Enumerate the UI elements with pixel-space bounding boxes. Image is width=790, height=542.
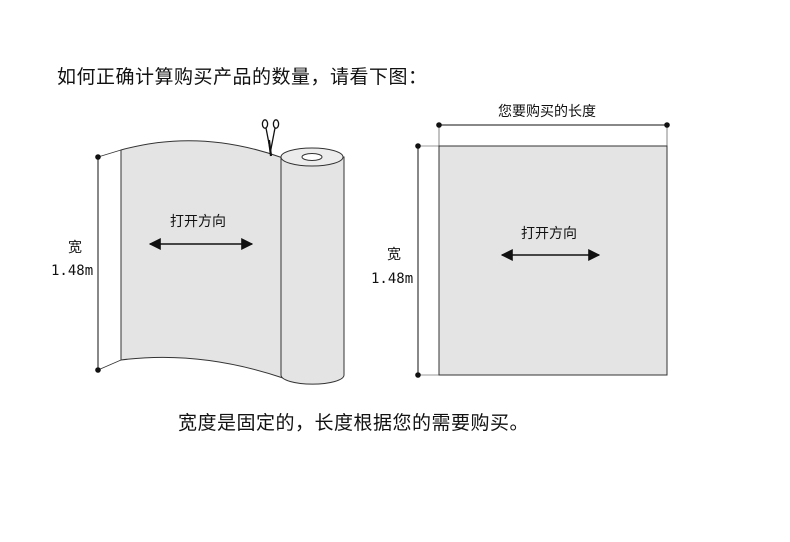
roll-core-hole	[301, 153, 323, 161]
dimension-endpoint	[415, 143, 421, 149]
dimension-endpoint	[95, 367, 101, 373]
dimension-endpoint	[95, 154, 101, 160]
sheet-width-label: 宽	[387, 246, 401, 263]
fabric-sheet	[438, 145, 668, 376]
sheet-direction-label: 打开方向	[521, 225, 577, 242]
dimension-endpoint	[664, 122, 670, 128]
sheet-diagram: 您要购买的长度 宽 1.48m 打开方向	[371, 103, 670, 378]
roll-diagram: 宽 1.48m 打开方向	[51, 119, 345, 385]
unrolled-fabric-sheet	[120, 140, 284, 379]
scissors-icon	[261, 119, 280, 157]
fabric-roll-cylinder	[280, 156, 345, 385]
sheet-length-label: 您要购买的长度	[498, 103, 596, 120]
roll-direction-label: 打开方向	[170, 213, 226, 230]
footer-note: 宽度是固定的，长度根据您的需要购买。	[178, 412, 530, 434]
roll-width-label: 宽	[68, 239, 82, 256]
dimension-endpoint	[415, 372, 421, 378]
sheet-width-value: 1.48m	[371, 271, 413, 287]
roll-width-value: 1.48m	[51, 263, 93, 279]
page-heading: 如何正确计算购买产品的数量，请看下图：	[57, 66, 428, 88]
dimension-endpoint	[436, 122, 442, 128]
